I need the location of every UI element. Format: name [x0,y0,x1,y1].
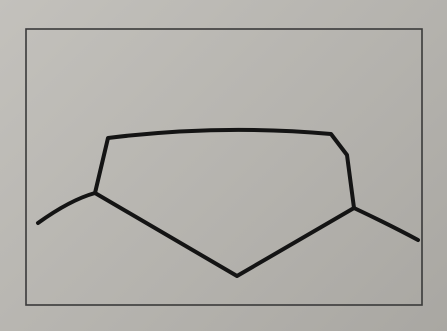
right-slope-line [352,206,420,242]
valley-v-line [93,191,356,278]
drawing-frame [25,28,423,306]
left-slope-line [36,191,97,225]
upper-cap-outline [93,127,356,210]
